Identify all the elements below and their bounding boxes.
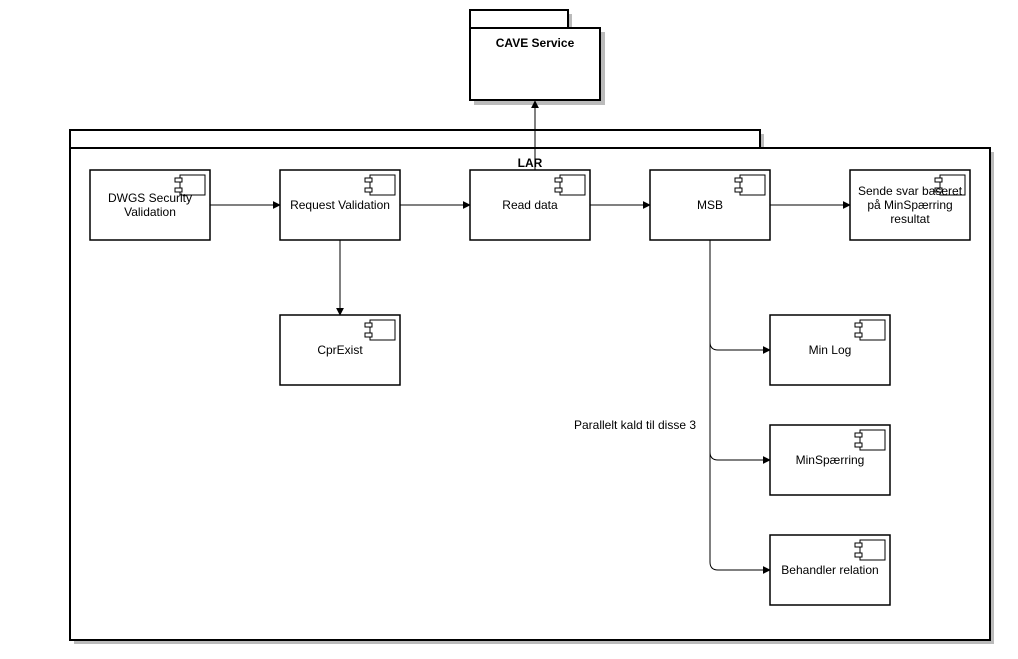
component-icon	[854, 539, 886, 561]
cave-service-package[interactable]: CAVE Service	[469, 9, 605, 105]
component-behandler-relation[interactable]: Behandler relation	[769, 534, 891, 606]
component-label-line: på MinSpærring	[867, 198, 952, 212]
component-icon	[174, 174, 206, 196]
parallel-note: Parallelt kald til disse 3	[574, 418, 696, 432]
component-label-line: Min Log	[809, 343, 852, 357]
component-label-line: Validation	[124, 205, 176, 219]
component-cprexist[interactable]: CprExist	[279, 314, 401, 386]
component-label-line: DWGS Security	[108, 191, 192, 205]
component-icon	[364, 319, 396, 341]
lar-title: LAR	[518, 156, 543, 170]
component-label-line: Sende svar baseret	[858, 184, 963, 198]
connectors	[210, 100, 851, 574]
edge-msb-to-behandler	[709, 240, 771, 574]
component-label-line: Behandler relation	[781, 563, 878, 577]
component-label-line: Read data	[502, 198, 558, 212]
component-label-line: CprExist	[317, 343, 363, 357]
component-label-line: MinSpærring	[796, 453, 865, 467]
component-read-data[interactable]: Read data	[469, 169, 591, 241]
component-minsparring[interactable]: MinSpærring	[769, 424, 891, 496]
component-box	[469, 169, 591, 241]
component-icon	[554, 174, 586, 196]
component-msb[interactable]: MSB	[649, 169, 771, 241]
component-icon	[364, 174, 396, 196]
component-label-line: Request Validation	[290, 198, 390, 212]
component-icon	[854, 319, 886, 341]
component-icon	[854, 429, 886, 451]
component-icon	[734, 174, 766, 196]
component-label-line: MSB	[697, 198, 723, 212]
component-request-validation[interactable]: Request Validation	[279, 169, 401, 241]
component-min-log[interactable]: Min Log	[769, 314, 891, 386]
cave-service-title: CAVE Service	[496, 36, 575, 50]
component-icon	[934, 174, 966, 196]
component-label-line: resultat	[890, 212, 930, 226]
